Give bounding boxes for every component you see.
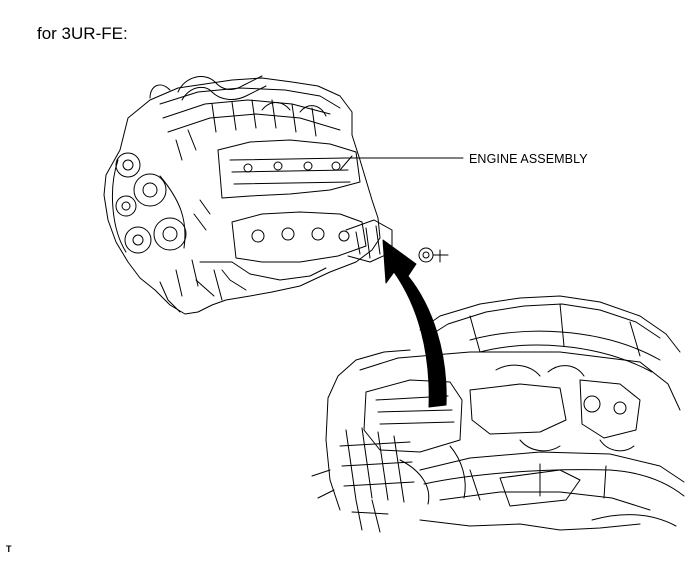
engine-assembly-drawing <box>103 75 449 315</box>
page-heading: for 3UR-FE: <box>37 24 128 43</box>
lift-direction-arrow <box>382 239 447 408</box>
corner-mark: T <box>6 544 12 554</box>
vehicle-engine-bay-drawing <box>311 295 685 533</box>
engine-assembly-callout-label: ENGINE ASSEMBLY <box>469 152 588 166</box>
